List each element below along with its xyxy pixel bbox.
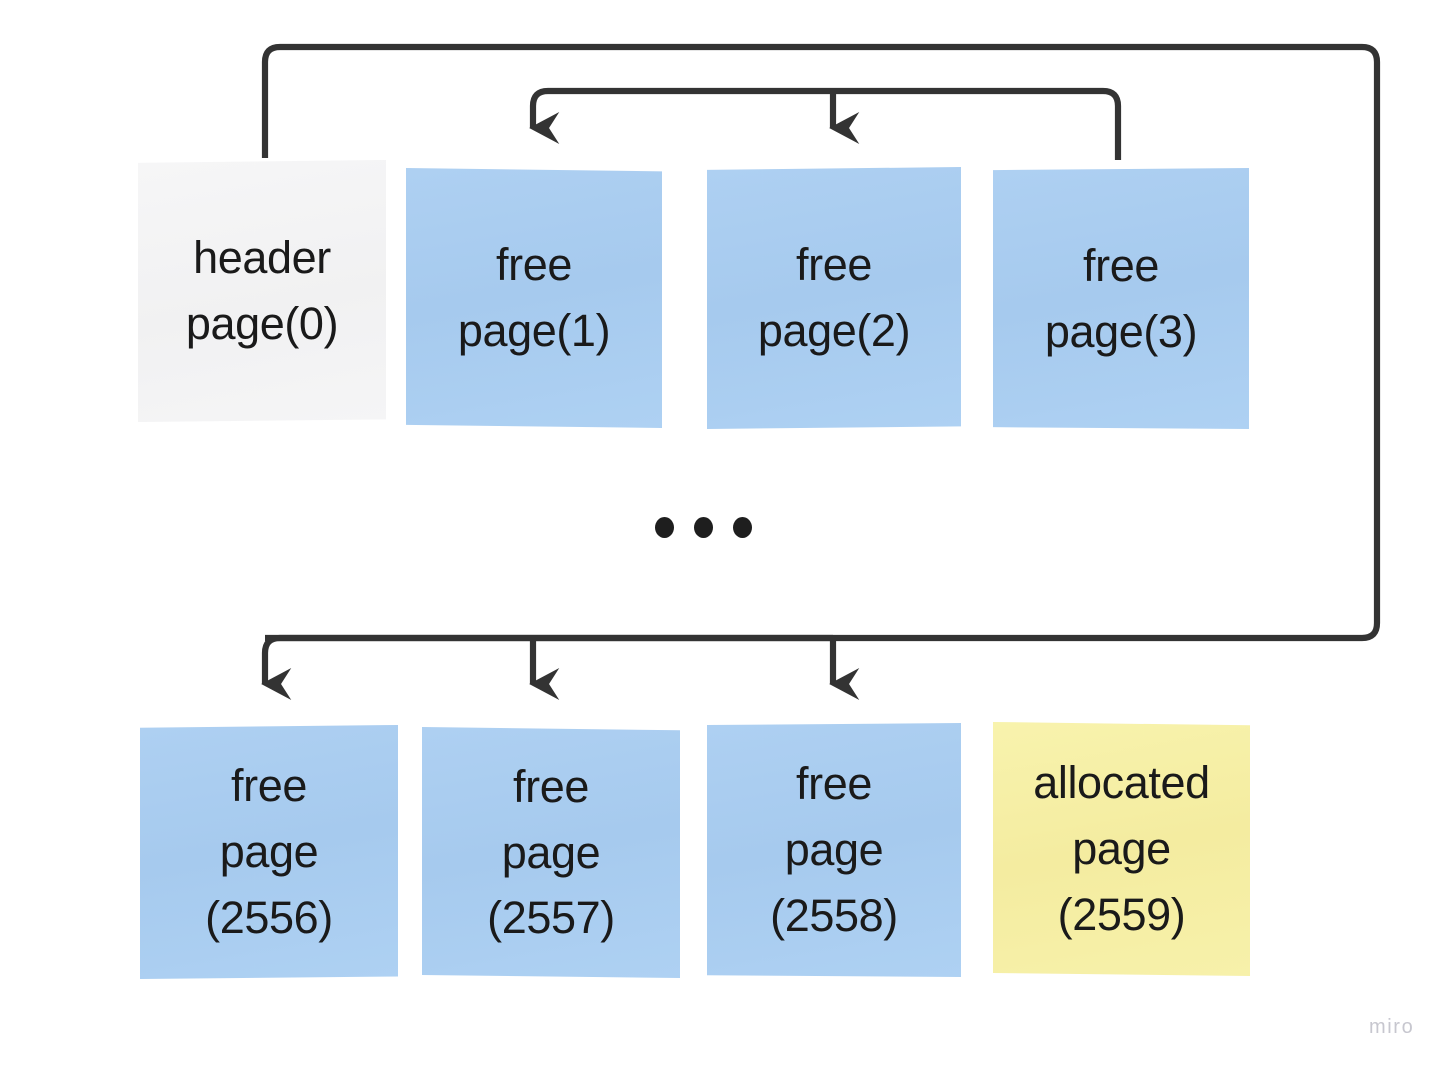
note-free-page-2[interactable]: free page(2) xyxy=(707,167,961,429)
note-line-1: free xyxy=(496,239,572,291)
note-line-2: page xyxy=(1072,823,1171,875)
note-line-2: page xyxy=(219,826,319,878)
note-line-1: free xyxy=(1083,239,1159,291)
connector-bottom-bus xyxy=(261,634,284,654)
note-line-3: (2558) xyxy=(770,889,898,941)
note-free-page-2557[interactable]: free page (2557) xyxy=(422,727,680,978)
miro-watermark: miro xyxy=(1369,1016,1415,1038)
note-allocated-page-2559[interactable]: allocated page (2559) xyxy=(993,722,1250,976)
note-line-1: allocated xyxy=(1033,757,1210,809)
note-free-page-2558[interactable]: free page (2558) xyxy=(707,723,961,977)
ellipsis-dot xyxy=(733,517,752,538)
note-line-1: free xyxy=(796,758,872,810)
note-line-3: (2559) xyxy=(1057,888,1186,940)
note-line-2: page(1) xyxy=(457,305,611,356)
ellipsis-dot xyxy=(655,517,674,538)
note-line-1: header xyxy=(193,232,331,284)
note-line-3: (2557) xyxy=(487,892,615,944)
note-line-3: (2556) xyxy=(205,891,333,943)
note-line-1: free xyxy=(513,760,589,812)
note-free-page-1[interactable]: free page(1) xyxy=(406,168,662,428)
note-free-page-2556[interactable]: free page (2556) xyxy=(140,725,398,979)
note-line-2: page xyxy=(501,826,601,878)
note-line-1: free xyxy=(231,760,307,812)
note-header-page-0[interactable]: header page(0) xyxy=(138,160,386,422)
note-free-page-3[interactable]: free page(3) xyxy=(993,168,1249,429)
connector-top-bus xyxy=(529,87,1122,160)
note-line-2: page(0) xyxy=(185,298,339,349)
note-line-2: page(2) xyxy=(757,305,911,356)
ellipsis-indicator xyxy=(655,517,752,538)
note-line-1: free xyxy=(796,239,872,291)
note-line-2: page(3) xyxy=(1044,305,1198,357)
ellipsis-dot xyxy=(694,517,713,538)
note-line-2: page xyxy=(784,824,884,876)
